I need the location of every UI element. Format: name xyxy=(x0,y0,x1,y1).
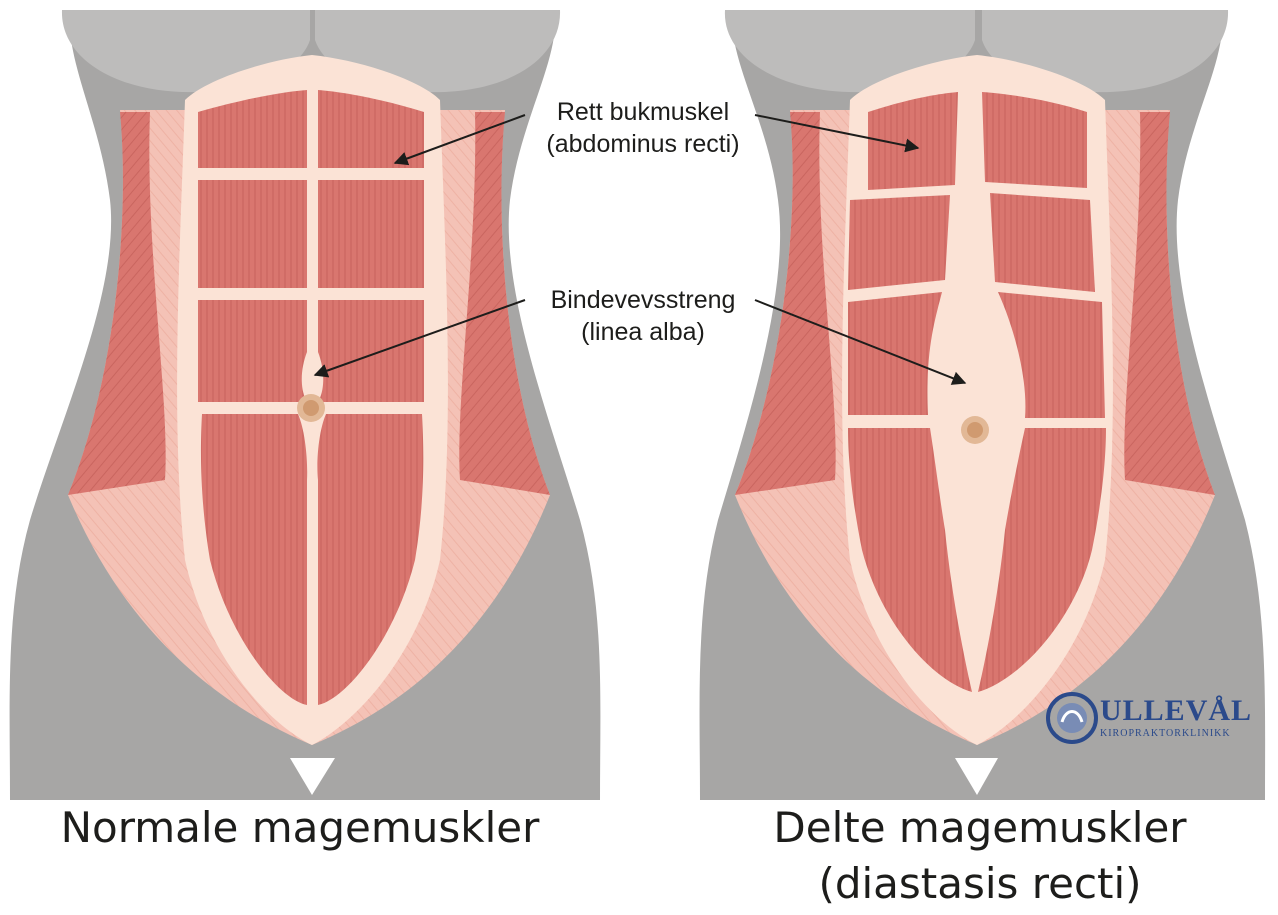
caption-diastasis-line2: (diastasis recti) xyxy=(700,856,1260,912)
logo-name: ULLEVÅL xyxy=(1100,694,1252,728)
logo: ULLEVÅL KIROPRAKTORKLINIKK xyxy=(1045,690,1275,750)
label-linea-name: Bindevevsstreng xyxy=(508,284,778,316)
label-rectus-name: Rett bukmuskel xyxy=(508,96,778,128)
label-linea-latin: (linea alba) xyxy=(508,316,778,348)
caption-diastasis-line1: Delte magemuskler xyxy=(700,800,1260,856)
label-rectus-latin: (abdominus recti) xyxy=(508,128,778,160)
torso-diastasis xyxy=(700,10,1266,800)
caption-diastasis: Delte magemuskler (diastasis recti) xyxy=(700,800,1260,912)
label-rectus: Rett bukmuskel (abdominus recti) xyxy=(508,96,778,160)
logo-subtitle: KIROPRAKTORKLINIKK xyxy=(1100,728,1231,739)
caption-normal: Normale magemuskler xyxy=(40,800,560,856)
label-linea: Bindevevsstreng (linea alba) xyxy=(508,284,778,348)
